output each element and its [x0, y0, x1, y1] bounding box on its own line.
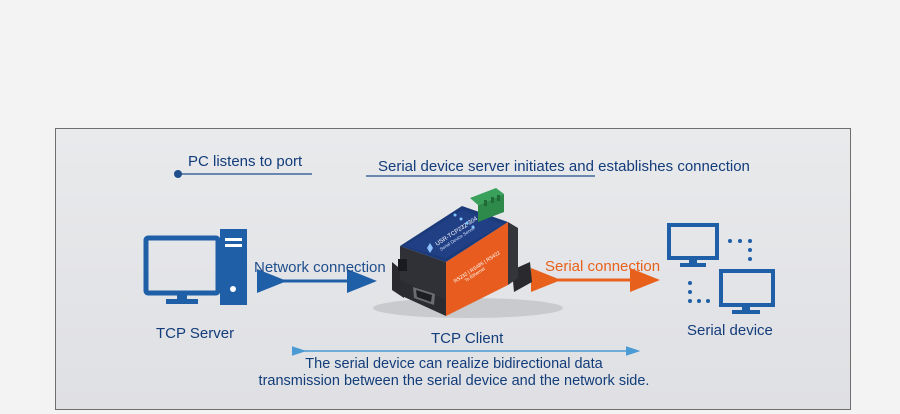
- tcp-server-label: TCP Server: [156, 325, 235, 342]
- tcp-server-icon: [143, 229, 247, 305]
- pc-listens-label: PC listens to port: [188, 153, 303, 170]
- serial-device-icon: [667, 223, 775, 314]
- tcp-client-label: TCP Client: [431, 330, 504, 347]
- network-connection-label: Network connection: [254, 259, 386, 276]
- pc-listens-pointer: [174, 170, 312, 178]
- server-initiates-label: Serial device server initiates and estab…: [378, 158, 750, 175]
- serial-connection-label: Serial connection: [545, 258, 661, 275]
- caption-line-1: The serial device can realize bidirectio…: [305, 356, 603, 372]
- caption-line-2: transmission between the serial device a…: [258, 373, 650, 389]
- serial-device-server-image: USR-TCP232-304 Serial Device Server RS23…: [373, 188, 563, 318]
- caption: The serial device can realize bidirectio…: [244, 356, 664, 390]
- serial-device-label: Serial device: [687, 322, 773, 339]
